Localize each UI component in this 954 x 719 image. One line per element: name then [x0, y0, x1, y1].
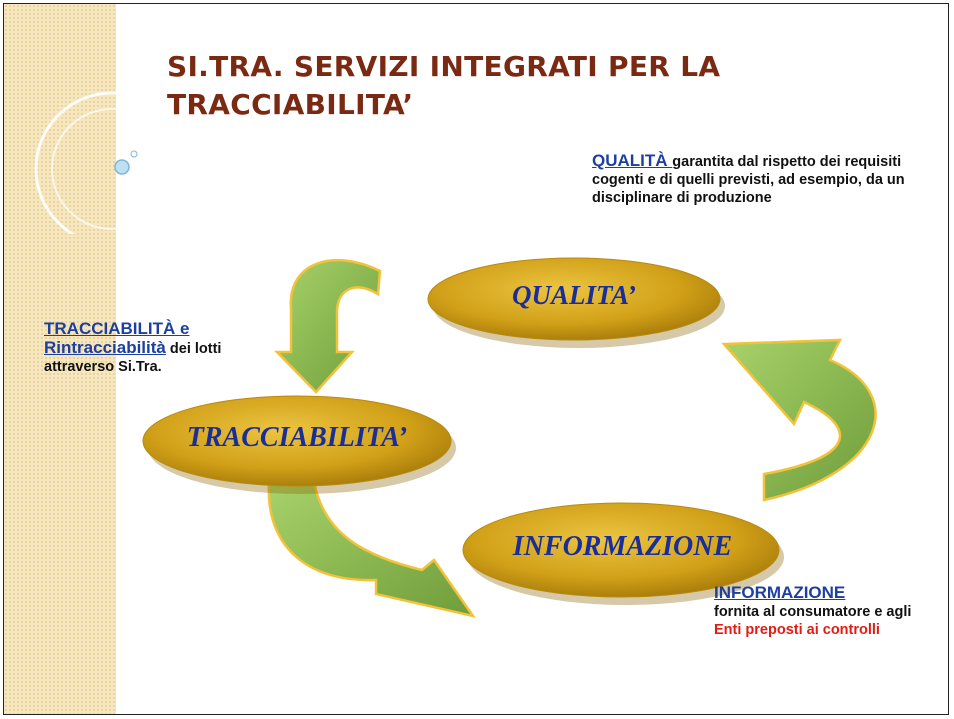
decorative-circles: [34, 91, 190, 234]
ellipse-label-tracciabilita: TRACCIABILITA’: [186, 422, 408, 453]
enti-preposti-text: Enti preposti ai controlli: [714, 622, 880, 638]
ellipse-qualita: [427, 257, 725, 348]
slide: SI.TRA. SERVIZI INTEGRATI PER LA TRACCIA…: [3, 3, 949, 715]
qualita-note-text: garantita dal rispetto dei requisiti cog…: [592, 154, 905, 206]
tracciabilita-note-text: dei lotti attraverso Si.Tra.: [44, 341, 222, 375]
note-informazione: INFORMAZIONE fornita al consumatore e ag…: [714, 584, 914, 639]
bubble-icon: [114, 159, 130, 175]
note-qualita: QUALITÀ garantita dal rispetto dei requi…: [592, 152, 912, 207]
qualita-link[interactable]: QUALITÀ: [592, 151, 673, 170]
cycle-diagram: [142, 257, 877, 618]
arrow-qualita-to-tracciabilita: [274, 258, 382, 394]
arrow-informazione-to-qualita: [721, 338, 877, 502]
informazione-note-text: fornita al consumatore e agli: [714, 604, 912, 620]
rintracciabilita-link[interactable]: Rintracciabilità: [44, 338, 166, 357]
ellipse-informazione: [462, 502, 784, 605]
slide-title: SI.TRA. SERVIZI INTEGRATI PER LA TRACCIA…: [167, 50, 721, 121]
ellipse-label-informazione: INFORMAZIONE: [512, 531, 733, 562]
ellipse-label-qualita: QUALITA’: [511, 280, 636, 310]
note-tracciabilita: TRACCIABILITÀ e Rintracciabilità dei lot…: [44, 320, 259, 376]
ellipse-tracciabilita: [142, 395, 456, 494]
tracciabilita-link[interactable]: TRACCIABILITÀ e: [44, 319, 190, 338]
decorative-sidebar: [4, 4, 116, 714]
arrow-tracciabilita-to-informazione: [267, 480, 476, 618]
informazione-link[interactable]: INFORMAZIONE: [714, 583, 846, 602]
